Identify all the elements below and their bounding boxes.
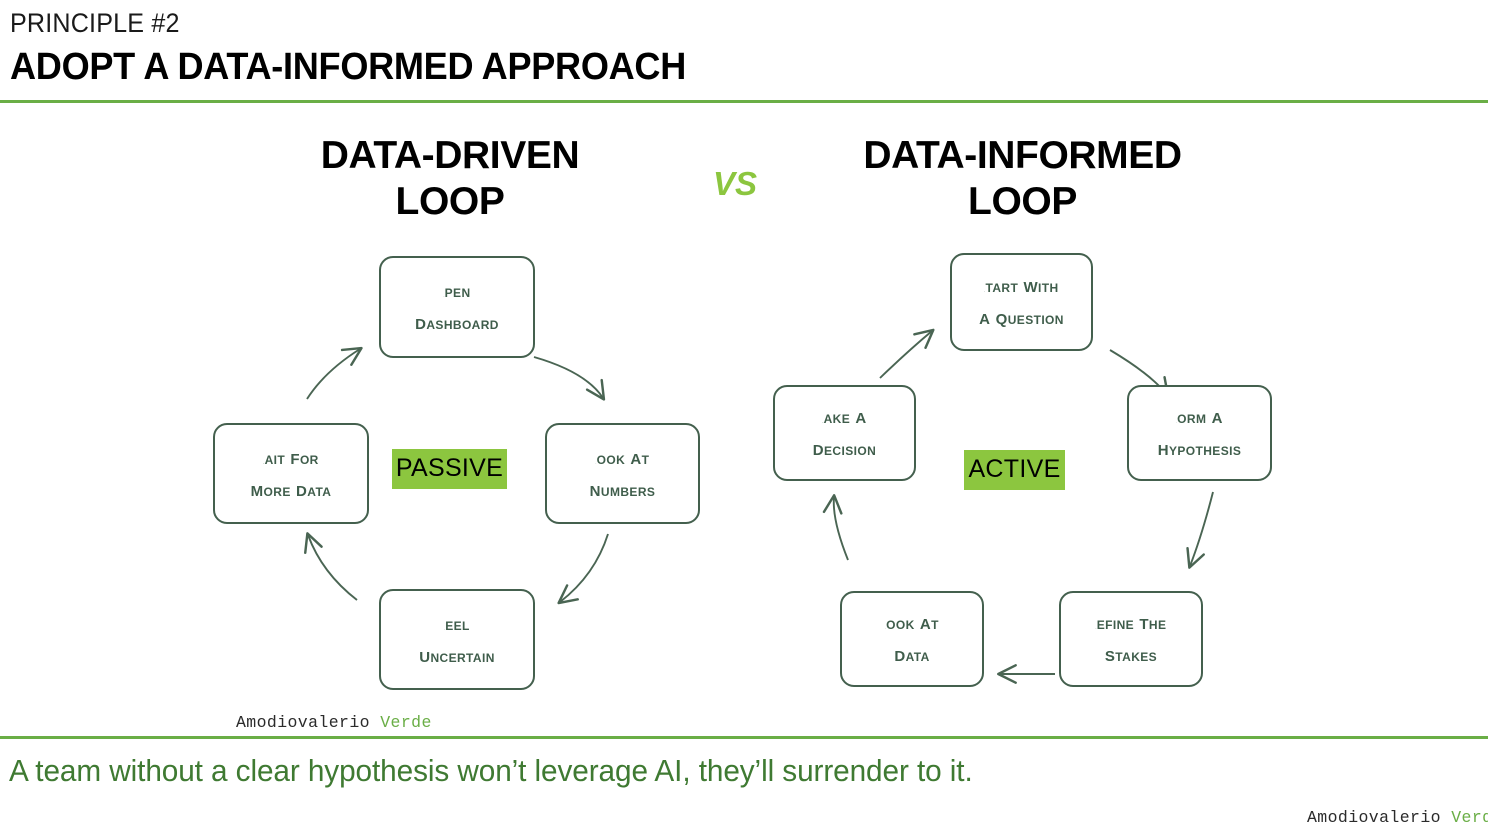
left-loop-heading-line1: DATA-DRIVEN [320,134,580,177]
footer-caption: A team without a clear hypothesis won’t … [9,753,973,788]
node-form-a-hypothesis-text: FORM A HYPOTHESIS [1158,404,1242,462]
node-start-with-a-question[interactable]: START WITH A QUESTION [950,253,1093,351]
arrow-wait-for-more-data-to-open-dashboard [306,346,363,400]
node-define-the-stakes-line2: STAKES [1104,642,1158,666]
arrow-open-dashboard-to-look-at-numbers [533,356,606,401]
left-loop-heading-line2: LOOP [395,180,505,223]
node-wait-for-more-data-text: WAIT FOR MORE DATA [251,445,332,503]
principle-eyebrow: PRINCIPLE #2 [10,8,180,38]
header-divider [0,100,1488,103]
node-look-at-numbers-line1: LOOK AT [595,444,650,469]
badge-passive: PASSIVE [392,449,507,489]
node-define-the-stakes-line1: DEFINE THE [1095,610,1167,634]
node-look-at-data-line2: DATA [894,642,930,666]
node-feel-uncertain-line1: FEEL [444,614,470,634]
attribution-bottom-surname: Verde [1451,808,1488,827]
node-start-with-a-question-line1: START WITH [984,273,1059,297]
node-feel-uncertain-text: FEEL UNCERTAIN [419,611,495,669]
right-loop-heading-line2: LOOP [968,180,1077,223]
node-make-a-decision[interactable]: MAKE A DECISION [773,385,916,481]
node-make-a-decision-text: MAKE A DECISION [813,404,876,462]
arrow-make-a-decision-to-start-with-a-question [879,328,935,379]
arrow-look-at-data-to-make-a-decision [822,494,849,561]
left-loop-heading: DATA-DRIVEN LOOP [240,133,660,225]
node-open-dashboard[interactable]: OPEN DASHBOARD [379,256,535,358]
node-look-at-numbers-line2: NUMBERS [589,476,656,501]
slide-header: PRINCIPLE #2 ADOPT A DATA-INFORMED APPRO… [0,0,1488,100]
page-title: ADOPT A DATA-INFORMED APPROACH [10,46,686,88]
node-look-at-data-text: LOOK AT DATA [885,610,939,668]
node-make-a-decision-line1: MAKE A [822,404,867,428]
node-form-a-hypothesis-line1: FORM A [1176,404,1223,428]
node-open-dashboard-line1: OPEN [443,282,471,301]
node-start-with-a-question-text: START WITH A QUESTION [979,273,1064,331]
node-feel-uncertain[interactable]: FEEL UNCERTAIN [379,589,535,690]
node-wait-for-more-data-line2: MORE DATA [250,476,332,501]
badge-active: ACTIVE [964,450,1065,490]
attribution-middle: Amodiovalerio Verde [236,713,432,732]
node-define-the-stakes-text: DEFINE THE STAKES [1096,610,1167,668]
node-form-a-hypothesis[interactable]: FORM A HYPOTHESIS [1127,385,1272,481]
node-form-a-hypothesis-line2: HYPOTHESIS [1157,436,1242,460]
node-wait-for-more-data[interactable]: WAIT FOR MORE DATA [213,423,369,524]
node-make-a-decision-line2: DECISION [812,436,877,460]
arrow-feel-uncertain-to-wait-for-more-data [304,532,358,601]
arrow-form-a-hypothesis-to-define-the-stakes [1186,491,1214,569]
footer-divider [0,736,1488,739]
arrow-look-at-numbers-to-feel-uncertain [557,533,609,605]
right-loop-heading: DATA-INFORMED LOOP [815,133,1230,225]
node-wait-for-more-data-line1: WAIT FOR [263,444,319,469]
attribution-bottom-name: Amodiovalerio [1307,808,1441,827]
attribution-middle-surname: Verde [380,713,432,732]
right-loop-heading-line1: DATA-INFORMED [863,134,1182,177]
vs-label: VS [712,165,758,202]
node-look-at-data-line1: LOOK AT [885,610,939,634]
node-open-dashboard-text: OPEN DASHBOARD [415,278,499,336]
node-feel-uncertain-line2: UNCERTAIN [419,642,495,667]
node-define-the-stakes[interactable]: DEFINE THE STAKES [1059,591,1203,687]
node-open-dashboard-line2: DASHBOARD [415,310,499,334]
attribution-bottom: Amodiovalerio Verde [1307,808,1488,827]
node-look-at-numbers[interactable]: LOOK AT NUMBERS [545,423,700,524]
attribution-middle-name: Amodiovalerio [236,713,370,732]
node-look-at-numbers-text: LOOK AT NUMBERS [590,445,656,503]
node-start-with-a-question-line2: A QUESTION [979,305,1064,329]
node-look-at-data[interactable]: LOOK AT DATA [840,591,984,687]
